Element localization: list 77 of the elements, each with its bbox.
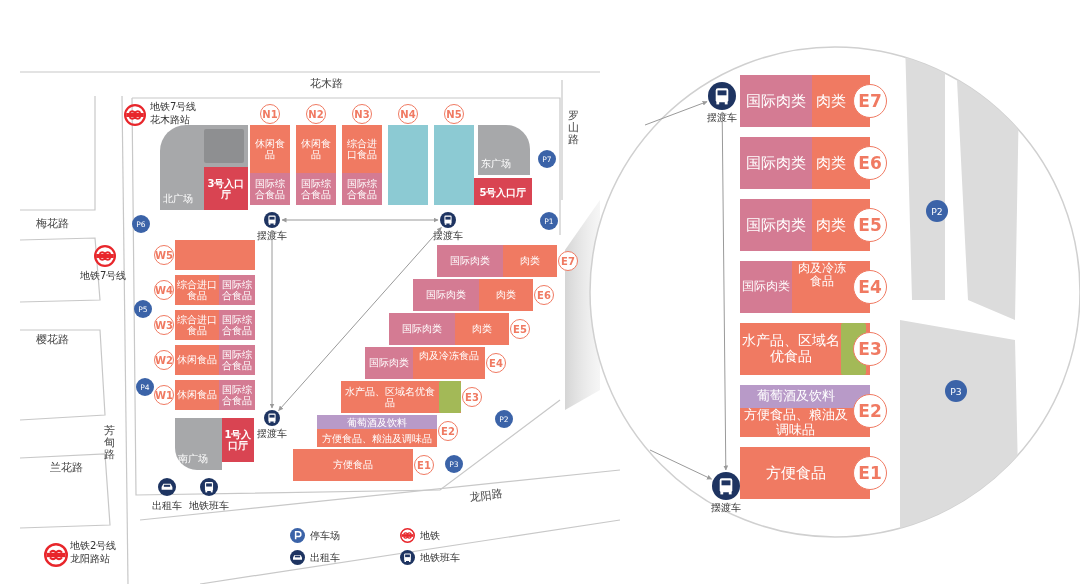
plaza-area — [160, 125, 248, 210]
hall-number-badge: W5 — [154, 245, 174, 265]
hall-number-badge: W2 — [154, 350, 174, 370]
category-label: 国际综合食品 — [250, 173, 290, 205]
road-name: 梅花路 — [36, 218, 69, 231]
icon-caption: 出租车 — [152, 499, 182, 513]
shuttle-label: 摆渡车 — [711, 501, 741, 515]
hall-number-badge: E5 — [510, 319, 530, 339]
road-name: 龙阳路 — [469, 488, 504, 504]
station-label: 地铁7号线 — [80, 270, 128, 283]
arrow — [281, 217, 439, 223]
legend-label: 出租车 — [310, 551, 340, 565]
arrow — [719, 111, 729, 471]
hall-number-badge: N1 — [260, 104, 280, 124]
shuttle-bus-icon — [712, 472, 740, 500]
hall-number-badge: E7 — [558, 251, 578, 271]
entrance-hall — [204, 167, 248, 210]
category-label: 国际肉类 — [740, 137, 812, 189]
category-label: 国际肉类 — [413, 279, 479, 311]
category-label: 国际综合食品 — [219, 380, 255, 410]
category-label: 国际综合食品 — [219, 345, 255, 375]
category-label: 国际肉类 — [740, 199, 812, 251]
arrow — [269, 229, 275, 409]
hall-number-badge: W4 — [154, 280, 174, 300]
hall-number-badge: E6 — [534, 285, 554, 305]
road-name: 花木路 — [310, 78, 343, 91]
shuttle-bus-icon — [440, 212, 456, 228]
category-label: 国际肉类 — [365, 347, 413, 379]
pavilion-area — [439, 381, 461, 413]
category-label: 国际肉类 — [437, 245, 503, 277]
road-name: 兰花路 — [50, 462, 83, 475]
hall-number-badge: E2 — [438, 421, 458, 441]
legend-label: 地铁班车 — [420, 551, 460, 565]
shuttle-bus-icon — [264, 410, 280, 426]
arrow — [644, 100, 708, 126]
plaza-label: 南广场 — [178, 452, 208, 466]
road-name: 樱花路 — [36, 334, 69, 347]
shuttle-bus-icon — [708, 82, 736, 110]
plaza-area — [478, 125, 530, 175]
entrance-hall — [474, 178, 532, 205]
category-label: 国际肉类 — [389, 313, 455, 345]
hall-number-badge: N3 — [352, 104, 372, 124]
hall-number-badge: W3 — [154, 315, 174, 335]
category-label: 国际肉类 — [740, 75, 812, 127]
legend-label: 地铁 — [420, 529, 440, 543]
road-name: 芳甸路 — [104, 425, 115, 462]
hall-number-badge: E3 — [462, 387, 482, 407]
station-label: 地铁2号线龙阳路站 — [70, 540, 118, 565]
icon-caption: 地铁班车 — [189, 499, 229, 513]
shuttle-bus-icon — [264, 212, 280, 228]
building-block — [204, 129, 244, 163]
entrance-label: 5号入口厅 — [478, 186, 528, 197]
entrance-label: 3号入口厅 — [206, 177, 246, 200]
category-label: 国际综合食品 — [219, 275, 255, 305]
arrow — [278, 226, 442, 412]
category-label: 国际综合食品 — [219, 310, 255, 340]
plaza-area — [175, 418, 222, 470]
plaza-label: 北广场 — [163, 192, 193, 206]
hall-number-badge: W1 — [154, 385, 174, 405]
entrance-hall — [222, 418, 254, 462]
category-label: 葡萄酒及饮料 — [317, 415, 437, 430]
category-label: 国际综合食品 — [342, 173, 382, 205]
shuttle-label: 摆渡车 — [257, 427, 287, 441]
hall-number-badge: E4 — [486, 353, 506, 373]
hall-number-badge: N2 — [306, 104, 326, 124]
plaza-label: 东广场 — [481, 157, 511, 171]
arrow — [649, 449, 713, 480]
legend-label: 停车场 — [310, 529, 340, 543]
category-label: 国际肉类 — [740, 261, 792, 313]
hall-number-badge: N5 — [444, 104, 464, 124]
road-name: 罗山路 — [568, 110, 579, 147]
category-label: 国际综合食品 — [296, 173, 336, 205]
hall-number-badge: N4 — [398, 104, 418, 124]
hall-number-badge: E1 — [414, 455, 434, 475]
shuttle-label: 摆渡车 — [433, 229, 463, 243]
entrance-label: 1号入口厅 — [223, 429, 253, 451]
station-label: 地铁7号线花木路站 — [150, 101, 198, 126]
